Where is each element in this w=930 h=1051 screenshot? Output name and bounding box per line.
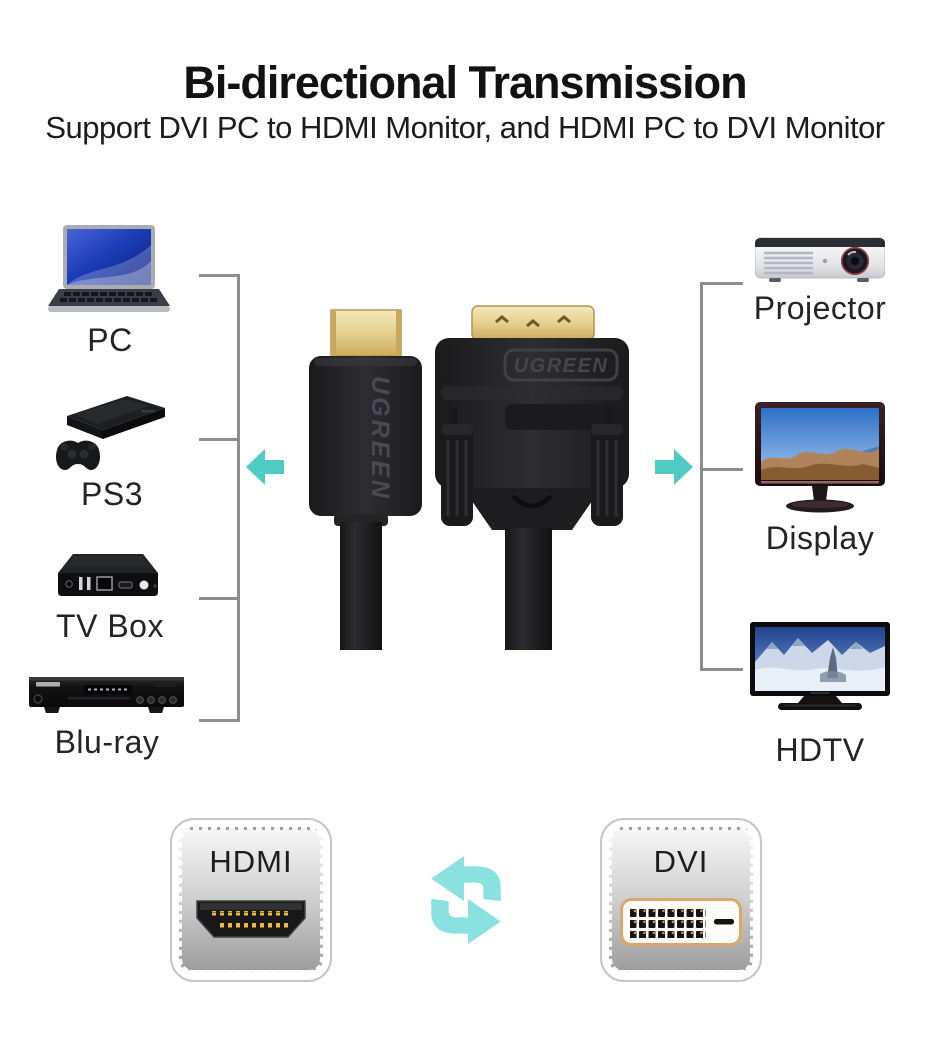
hdtv-icon bbox=[750, 622, 890, 718]
source-label-pc: PC bbox=[87, 322, 133, 358]
hdmi-badge-label: HDMI bbox=[209, 844, 293, 879]
destination-label-projector: Projector bbox=[753, 290, 887, 326]
bracket-tick-display bbox=[700, 468, 743, 471]
dvi-badge: DVI bbox=[600, 818, 762, 982]
dvi-thumbscrew-left bbox=[441, 408, 473, 526]
dvi-brand-text: UGREEN bbox=[514, 355, 609, 377]
page-subtitle: Support DVI PC to HDMI Monitor, and HDMI… bbox=[45, 110, 885, 145]
dvi-port-icon bbox=[620, 898, 742, 951]
hdmi-brand-text: UGREEN bbox=[366, 376, 394, 501]
bracket-tick-pc bbox=[199, 274, 240, 277]
source-label-tvbox: TV Box bbox=[56, 608, 164, 644]
hdmi-badge: HDMI bbox=[170, 818, 332, 982]
blu-ray-player-icon bbox=[28, 672, 185, 716]
source-label-ps3: PS3 bbox=[81, 476, 143, 512]
right-arrow-icon bbox=[655, 447, 693, 493]
bracket-tick-tvbox bbox=[199, 597, 240, 600]
bracket-tick-ps3 bbox=[199, 438, 240, 441]
source-label-bluray: Blu-ray bbox=[54, 724, 160, 760]
destination-label-display: Display bbox=[765, 520, 875, 556]
page-title: Bi-directional Transmission bbox=[183, 57, 747, 108]
bracket-tick-bluray bbox=[199, 719, 240, 722]
laptop-icon bbox=[48, 225, 170, 315]
dvi-connector: UGREEN bbox=[435, 305, 629, 650]
bracket-tick-projector bbox=[700, 282, 743, 285]
monitor-icon bbox=[755, 402, 885, 518]
hdmi-port-icon bbox=[195, 898, 307, 945]
hdmi-dvi-cable-photo: UGREEN UGREEN bbox=[300, 290, 640, 655]
dvi-thumbscrew-right bbox=[591, 408, 623, 526]
hdmi-connector: UGREEN bbox=[309, 309, 422, 650]
projector-icon bbox=[755, 230, 885, 284]
swap-arrows-icon bbox=[426, 852, 506, 951]
bracket-tick-hdtv bbox=[700, 668, 743, 671]
ps3-console-icon bbox=[45, 388, 170, 482]
destination-label-hdtv: HDTV bbox=[775, 732, 865, 768]
destination-bracket-line bbox=[700, 282, 703, 671]
source-bracket-line bbox=[237, 274, 240, 722]
dvi-badge-label: DVI bbox=[653, 844, 709, 879]
left-arrow-icon bbox=[246, 447, 284, 493]
tv-box-icon bbox=[52, 552, 164, 602]
